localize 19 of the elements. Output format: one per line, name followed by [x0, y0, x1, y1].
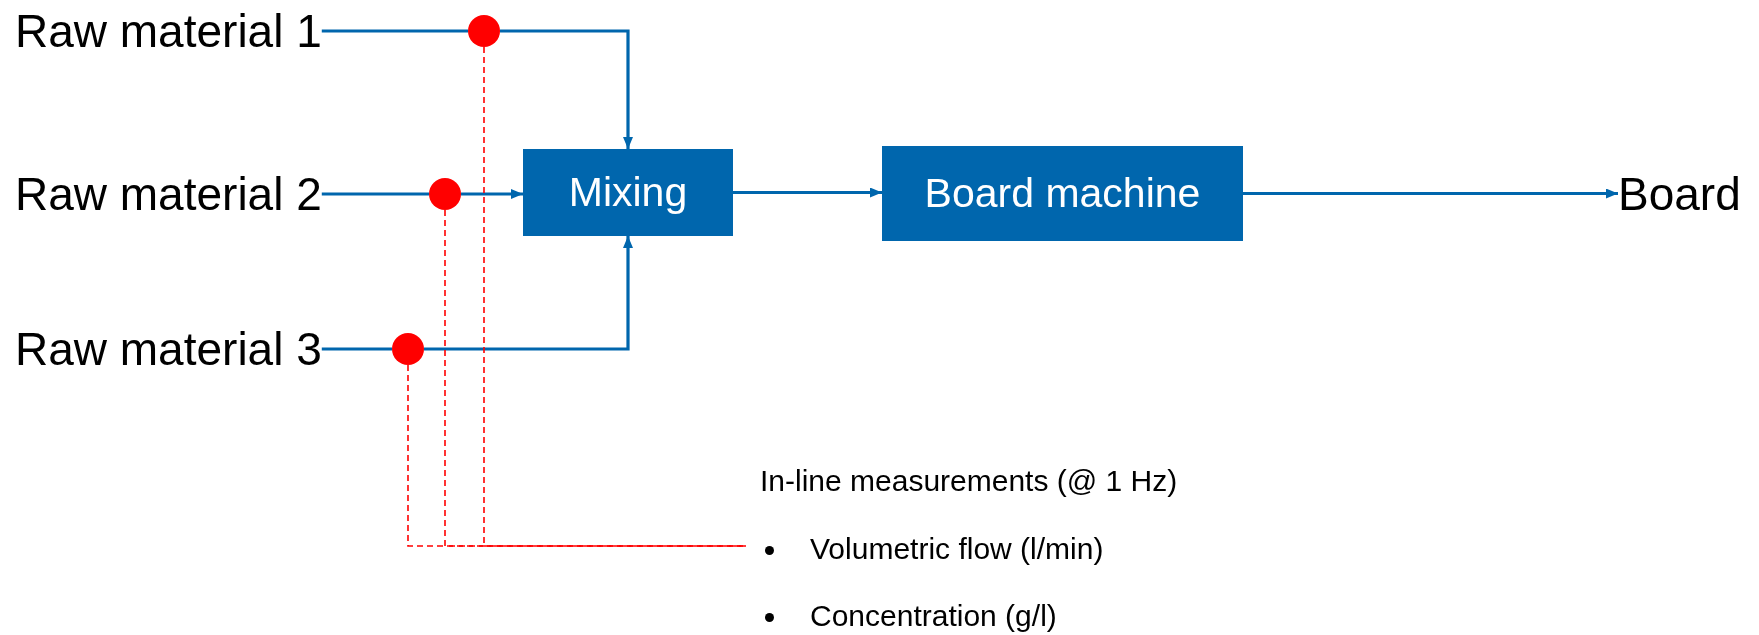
list-item: Concentration (g/l) [810, 599, 1057, 633]
process-box: Board machine [882, 146, 1243, 241]
signal-line [483, 46, 747, 547]
flow-arrow [1243, 188, 1618, 199]
stream-label: Raw material 2 [15, 167, 322, 221]
list-item: Volumetric flow (l/min) [810, 532, 1104, 566]
flow-arrow [424, 236, 633, 351]
stream-label: Raw material 3 [15, 322, 322, 376]
sensor-dot [392, 333, 424, 365]
sensor-dot [468, 15, 500, 47]
signal-line [444, 209, 747, 547]
flow-arrow [461, 189, 523, 199]
sensor-dot [429, 178, 461, 210]
process-box: Mixing [523, 149, 733, 236]
flow-arrow [733, 187, 882, 198]
stream-label: Board [1618, 167, 1741, 221]
stream-label: Raw material 1 [15, 4, 322, 58]
note-heading: In-line measurements (@ 1 Hz) [760, 464, 1178, 498]
flow-arrow [500, 29, 633, 149]
